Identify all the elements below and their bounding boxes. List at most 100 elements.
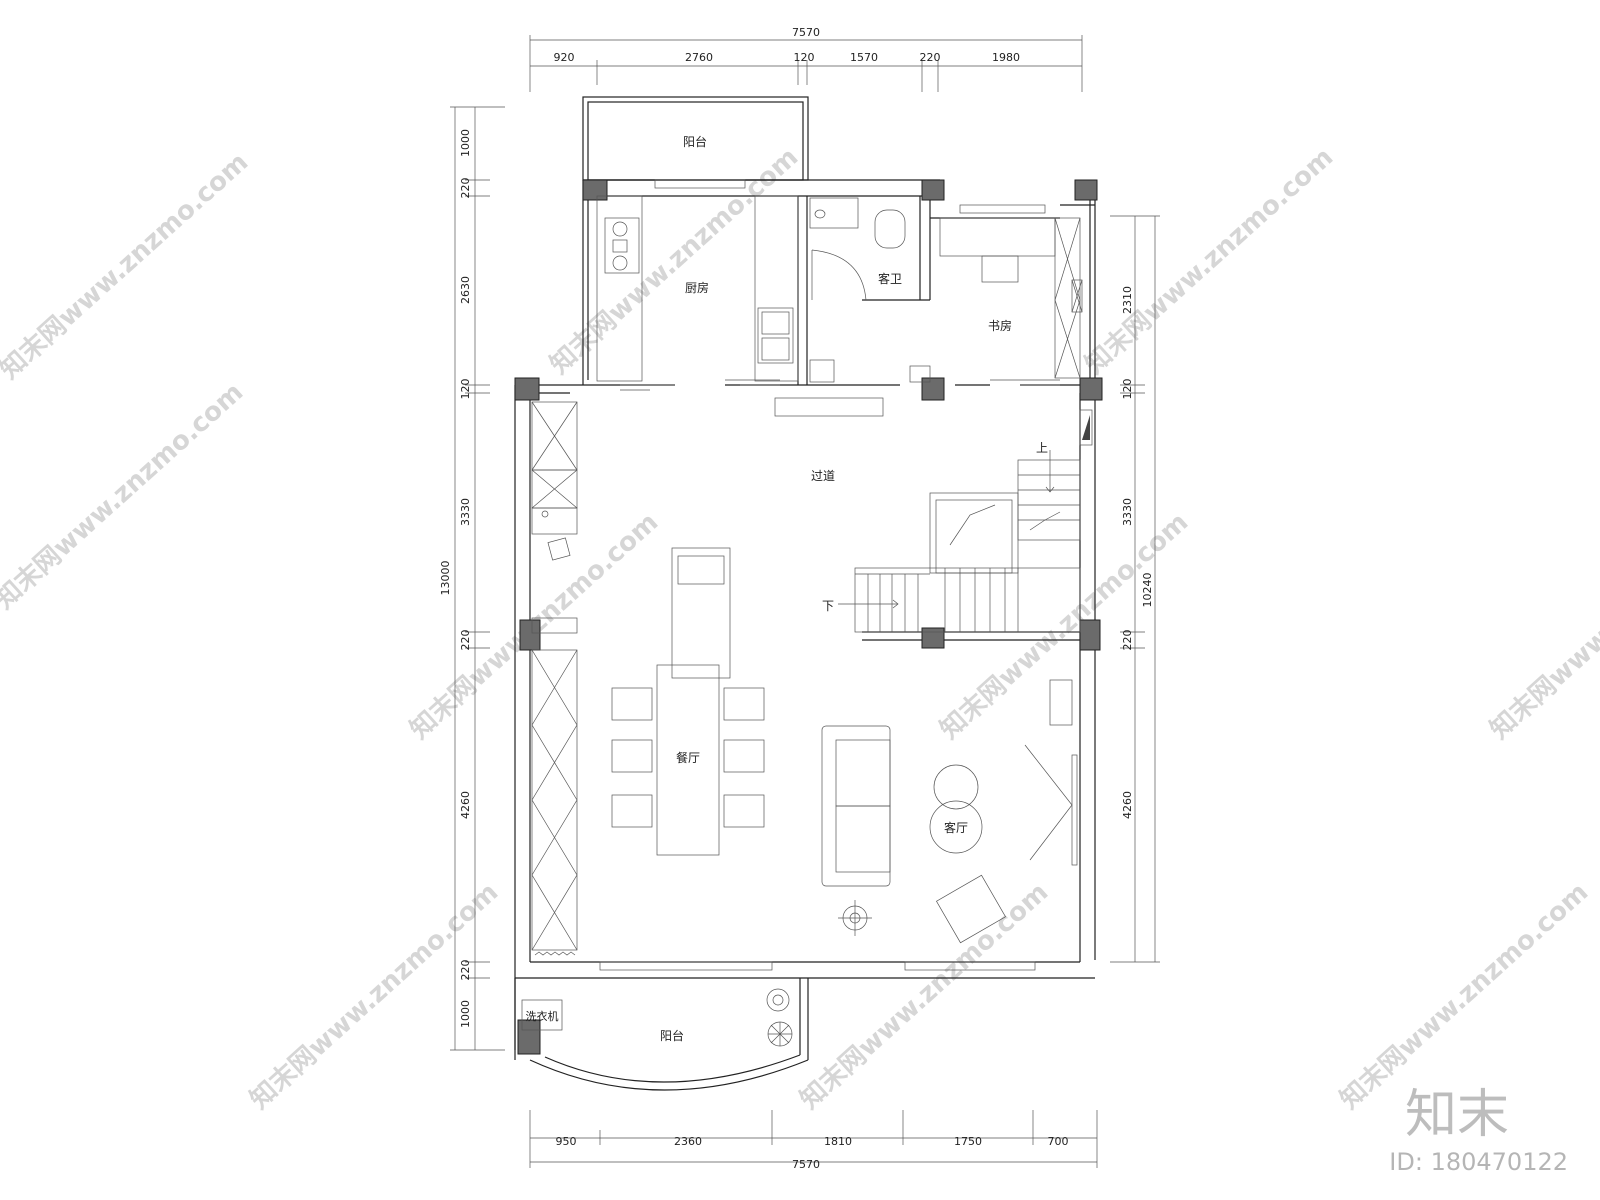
living-furniture — [821, 679, 1078, 944]
dim-top-5: 220 — [920, 51, 941, 64]
dim-bottom-4: 1750 — [954, 1135, 982, 1148]
room-label-balcony-bottom: 阳台 — [660, 1028, 684, 1043]
windows — [599, 179, 1083, 971]
dimension-bottom: 950 2360 1810 1750 700 7570 — [529, 1110, 1098, 1171]
chair — [611, 687, 653, 721]
balcony-bottom-fixtures: 洗衣机 — [521, 988, 793, 1047]
room-label-guest-bath: 客卫 — [878, 271, 902, 286]
dining-table — [656, 664, 720, 856]
staircase: 上 下 — [822, 409, 1093, 633]
dim-top-2: 2760 — [685, 51, 713, 64]
chair — [723, 739, 765, 773]
dim-top-1: 920 — [554, 51, 575, 64]
dim-right-4: 220 — [1121, 630, 1134, 651]
watermark: 知末网www.znzmo.com — [1080, 142, 1340, 380]
column — [514, 377, 540, 401]
dim-right-3: 3330 — [1121, 498, 1134, 526]
dim-bottom-1: 950 — [556, 1135, 577, 1148]
chair — [723, 794, 765, 828]
column — [517, 1019, 541, 1055]
sink-icon — [677, 555, 725, 585]
doors — [620, 249, 1060, 417]
dimension-left: 1000 220 2630 120 3330 220 4260 220 1000… — [439, 106, 505, 1051]
watermark: 知末网www.znzmo.com — [1485, 507, 1600, 745]
column — [921, 627, 945, 649]
room-label-dining: 餐厅 — [676, 750, 700, 765]
dim-left-9: 1000 — [459, 1000, 472, 1028]
watermark: 知末网www.znzmo.com — [1335, 877, 1595, 1115]
room-label-study: 书房 — [988, 318, 1012, 333]
tv-cabinet — [1049, 679, 1073, 726]
room-label-kitchen: 厨房 — [685, 280, 709, 295]
room-label-living: 客厅 — [944, 820, 968, 835]
dining-set — [611, 547, 765, 856]
chair — [611, 739, 653, 773]
room-label-corridor: 过道 — [811, 469, 835, 483]
toilet-icon — [874, 209, 906, 249]
chair — [547, 537, 571, 561]
dim-left-3: 2630 — [459, 276, 472, 304]
dimension-top: 7570 920 2760 120 1570 220 1980 — [529, 26, 1083, 92]
sink-icon — [757, 307, 794, 364]
column — [1079, 619, 1101, 651]
brand-logo: 知末 — [1405, 1085, 1509, 1145]
dim-left-6: 220 — [459, 630, 472, 651]
dim-bottom-total: 7570 — [792, 1158, 820, 1171]
dim-bottom-5: 700 — [1048, 1135, 1069, 1148]
dim-left-7: 4260 — [459, 791, 472, 819]
dim-top-total: 7570 — [792, 26, 820, 39]
column — [519, 619, 541, 651]
walls — [514, 96, 1096, 1091]
basin-icon — [809, 197, 859, 229]
watermark: 知末网www.znzmo.com — [245, 877, 505, 1115]
wardrobe — [1054, 217, 1081, 379]
chair — [723, 687, 765, 721]
plant-icon — [766, 988, 793, 1047]
left-cabinets — [531, 401, 578, 956]
watermark-layer: 知末网www.znzmo.com 知末网www.znzmo.com 知末网www… — [0, 142, 1600, 1115]
bathroom-fixtures — [809, 197, 906, 383]
cabinet-icon — [909, 365, 931, 383]
column — [1079, 377, 1103, 401]
column — [921, 377, 945, 401]
dim-left-5: 3330 — [459, 498, 472, 526]
stair-down-label: 下 — [822, 599, 834, 613]
room-labels: 阳台 厨房 客卫 书房 过道 餐厅 客厅 阳台 — [660, 134, 1012, 1043]
columns — [514, 179, 1103, 1055]
dim-left-8: 220 — [459, 960, 472, 981]
dim-top-3: 120 — [794, 51, 815, 64]
stair-up-label: 上 — [1036, 441, 1048, 455]
column — [582, 179, 608, 201]
dim-top-4: 1570 — [850, 51, 878, 64]
desk — [939, 217, 1056, 257]
image-id-label: ID: 180470122 — [1389, 1148, 1568, 1176]
dim-right-1: 2310 — [1121, 286, 1134, 314]
chair — [981, 255, 1019, 283]
stove-icon — [604, 217, 640, 274]
armchair — [936, 874, 1006, 944]
cabinet-icon — [809, 359, 835, 383]
watermark: 知末网www.znzmo.com — [795, 877, 1055, 1115]
dimension-right: 2310 120 3330 220 4260 10240 — [1110, 215, 1160, 963]
dim-left-4: 120 — [459, 379, 472, 400]
room-label-balcony-top: 阳台 — [683, 134, 707, 149]
dim-left-total: 13000 — [439, 561, 452, 596]
watermark: 知末网www.znzmo.com — [0, 147, 254, 385]
study-furniture — [909, 217, 1081, 383]
dim-left-2: 220 — [459, 178, 472, 199]
coffee-table — [929, 800, 983, 854]
kitchen-fixtures — [596, 195, 799, 382]
column — [921, 179, 945, 201]
dim-right-total: 10240 — [1141, 573, 1154, 608]
dim-right-5: 4260 — [1121, 791, 1134, 819]
watermark: 知末网www.znzmo.com — [0, 377, 249, 615]
dim-bottom-3: 1810 — [824, 1135, 852, 1148]
chair — [611, 794, 653, 828]
column — [1074, 179, 1098, 201]
washer-label: 洗衣机 — [526, 1009, 559, 1023]
dim-right-2: 120 — [1121, 379, 1134, 400]
dim-bottom-2: 2360 — [674, 1135, 702, 1148]
dim-top-6: 1980 — [992, 51, 1020, 64]
washing-machine — [521, 999, 563, 1031]
